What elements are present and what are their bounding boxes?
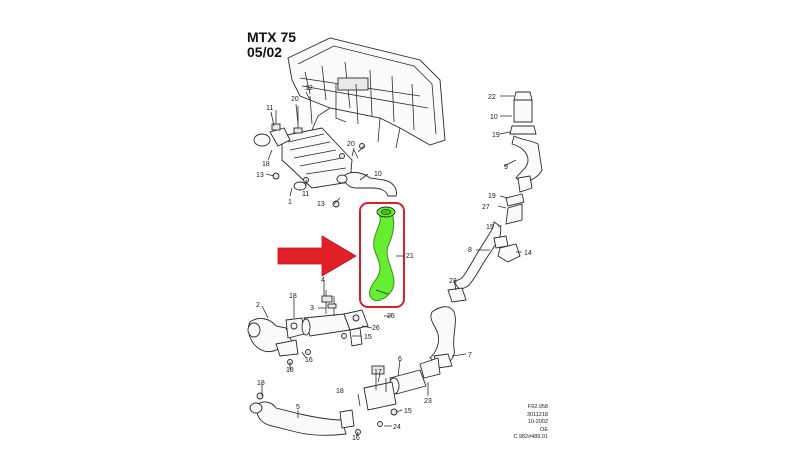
reference-line: 10-2002 xyxy=(527,419,548,426)
callout-18: 18 xyxy=(257,380,265,387)
callout-10: 10 xyxy=(374,171,382,178)
callout-18: 18 xyxy=(262,161,270,168)
callout-9: 9 xyxy=(504,164,508,171)
red-arrow-icon xyxy=(277,235,357,277)
callout-3: 3 xyxy=(310,305,314,312)
title-model: MTX 75 xyxy=(247,29,297,45)
reference-block: F92.958 3011218 10-2002 OE C.982#489.01 xyxy=(488,404,548,442)
reference-line: F92.958 xyxy=(527,404,548,410)
hose-chain-right xyxy=(453,91,543,291)
callout-8: 8 xyxy=(468,247,472,254)
callout-23: 23 xyxy=(449,278,457,285)
callout-15: 15 xyxy=(404,408,412,415)
callout-17: 17 xyxy=(374,369,382,376)
callout-16: 16 xyxy=(305,357,313,364)
hose-5-lower xyxy=(249,392,361,436)
callout-11: 11 xyxy=(266,105,273,112)
callout-19: 19 xyxy=(488,193,496,200)
callout-22: 22 xyxy=(488,94,496,101)
callout-14: 14 xyxy=(524,250,532,257)
callout-10: 10 xyxy=(490,114,498,121)
callout-12: 12 xyxy=(305,85,313,92)
callout-labels: 11 20 12 18 13 1 11 20 10 13 22 10 19 9 … xyxy=(256,85,532,442)
callout-18: 18 xyxy=(289,293,297,300)
hose-10-short xyxy=(336,171,397,197)
lower-pipe-assembly xyxy=(363,357,441,427)
hose-2-elbow xyxy=(247,317,311,365)
callout-26: 26 xyxy=(372,325,380,332)
callout-18: 18 xyxy=(336,388,344,395)
highlight-box xyxy=(359,202,405,308)
hose-7-elbow xyxy=(429,287,467,369)
reference-line: 3011218 xyxy=(526,411,548,418)
reference-line: OE xyxy=(540,426,548,433)
title-date: 05/02 xyxy=(247,44,283,60)
pipe-connector-middle xyxy=(301,290,369,347)
callout-21: 21 xyxy=(406,253,414,260)
callout-2: 2 xyxy=(256,302,260,309)
callout-13: 13 xyxy=(256,172,264,179)
callout-25: 25 xyxy=(387,313,395,320)
callout-27: 27 xyxy=(482,204,490,211)
callout-7: 7 xyxy=(468,352,472,359)
front-end-carrier xyxy=(287,37,446,149)
callout-20: 20 xyxy=(291,96,299,103)
hose-21-highlighted xyxy=(369,206,396,301)
leader-lines xyxy=(261,91,522,437)
callout-11: 11 xyxy=(302,191,309,198)
callout-18: 18 xyxy=(286,367,294,374)
callout-4: 4 xyxy=(321,277,325,284)
callout-6: 6 xyxy=(398,356,402,363)
callout-24: 24 xyxy=(393,424,401,431)
callout-13: 13 xyxy=(317,201,325,208)
callout-5: 5 xyxy=(296,404,300,411)
callout-19: 19 xyxy=(492,132,500,139)
callout-15: 15 xyxy=(364,334,372,341)
callout-20: 20 xyxy=(347,141,355,148)
callout-19: 19 xyxy=(486,224,494,231)
callout-1: 1 xyxy=(288,199,292,206)
reference-line: C.982#489.01 xyxy=(513,434,548,441)
callout-23: 23 xyxy=(424,398,432,405)
diagram-title: MTX 75 05/02 xyxy=(247,30,296,60)
callout-16: 16 xyxy=(352,435,360,442)
